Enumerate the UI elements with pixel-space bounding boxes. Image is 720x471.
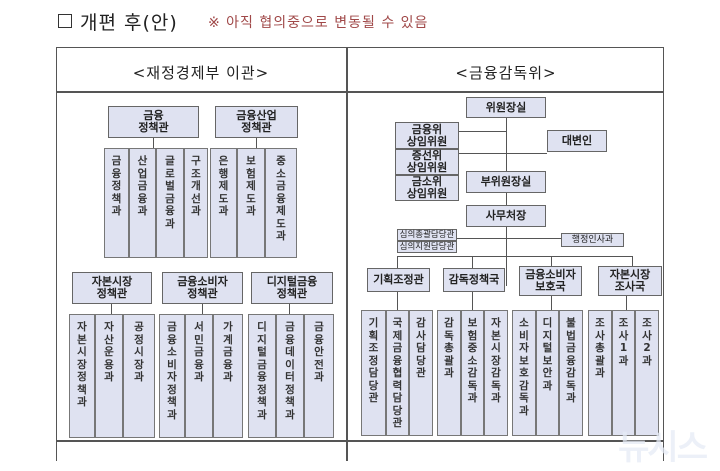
chair-office: 위원장실 <box>466 97 546 118</box>
checkbox-square-icon <box>58 14 72 28</box>
left-section-title: <재정경제부 이관> <box>132 64 270 82</box>
bottom-border <box>56 440 664 442</box>
group-consumer: 금융소비자 정책관 <box>162 272 243 304</box>
dept-col: 보험중소감독과 <box>461 310 484 436</box>
spokesperson: 대변인 <box>547 130 607 152</box>
dept-col: 조사1과 <box>612 310 635 436</box>
dept-col: 감독총괄과 <box>437 310 461 436</box>
right-section-title: <금융감독위> <box>455 64 557 82</box>
dept-col: 금융안전과 <box>304 314 334 438</box>
dept-col: 소비자보호감독과 <box>512 310 536 436</box>
bureau-supervision-policy: 감독정책국 <box>443 268 505 292</box>
dept-col: 조사2과 <box>635 310 659 436</box>
staff-review-general: 심의총괄담당관 <box>397 229 457 241</box>
dept-col: 자본시장감독과 <box>484 310 508 436</box>
section-divider <box>346 47 348 461</box>
dept-col: 국제금융협력담당관 <box>386 310 409 436</box>
dept-col: 디지털금융정책과 <box>248 314 276 438</box>
dept-col: 금융정책과 <box>104 148 129 258</box>
group-financial-policy: 금융 정책관 <box>108 106 199 138</box>
heading-title: 개편 후(안) <box>80 12 178 34</box>
dept-col: 금융소비자정책과 <box>159 314 185 438</box>
vice-chair-office: 부위원장실 <box>466 171 546 193</box>
dept-col: 조사총괄과 <box>588 310 612 436</box>
heading-note: ※ 아직 협의중으로 변동될 수 있음 <box>208 15 429 31</box>
dept-col: 자본시장정책과 <box>69 314 95 438</box>
dept-col: 글로벌금융과 <box>156 148 184 258</box>
dept-col: 가계금융과 <box>213 314 243 438</box>
dept-col: 구조개선과 <box>184 148 208 258</box>
bureau-planning: 기획조정관 <box>367 268 430 292</box>
group-financial-industry: 금융산업 정책관 <box>215 106 298 138</box>
group-capital-market: 자본시장 정책관 <box>72 272 152 304</box>
dept-col: 보험제도과 <box>237 148 265 258</box>
commissioner-1: 금융위 상임위원 <box>395 122 459 149</box>
dept-col: 불법금융감독과 <box>559 310 583 436</box>
dept-col: 공정시장과 <box>123 314 155 438</box>
admin-personnel: 행정인사과 <box>561 233 624 247</box>
watermark-logo: 뉴시스 <box>618 428 708 468</box>
commissioner-3: 금소위 상임위원 <box>395 175 459 201</box>
dept-col: 감사담당관 <box>409 310 433 436</box>
dept-col: 서민금융과 <box>185 314 213 438</box>
dept-col: 은행제도과 <box>210 148 237 258</box>
dept-col: 기획조정담당관 <box>361 310 386 436</box>
page-heading: 개편 후(안) <box>58 8 178 35</box>
title-divider <box>56 91 664 93</box>
dept-col: 금융데이터정책과 <box>276 314 304 438</box>
bureau-capital-market-investigation: 자본시장 조사국 <box>598 266 662 296</box>
chart-frame <box>56 47 664 461</box>
bureau-consumer-protection: 금융소비자 보호국 <box>519 266 582 296</box>
dept-col: 중소금융제도과 <box>265 148 297 258</box>
dept-col: 산업금융과 <box>129 148 156 258</box>
staff-review-support: 심의지원담당관 <box>397 241 457 253</box>
dept-col: 자산운용과 <box>95 314 123 438</box>
secretary-general: 사무처장 <box>466 205 546 227</box>
dept-col: 디지털보안과 <box>536 310 559 436</box>
group-digital-finance: 디지털금융 정책관 <box>251 272 333 304</box>
commissioner-2: 증선위 상임위원 <box>395 149 459 175</box>
